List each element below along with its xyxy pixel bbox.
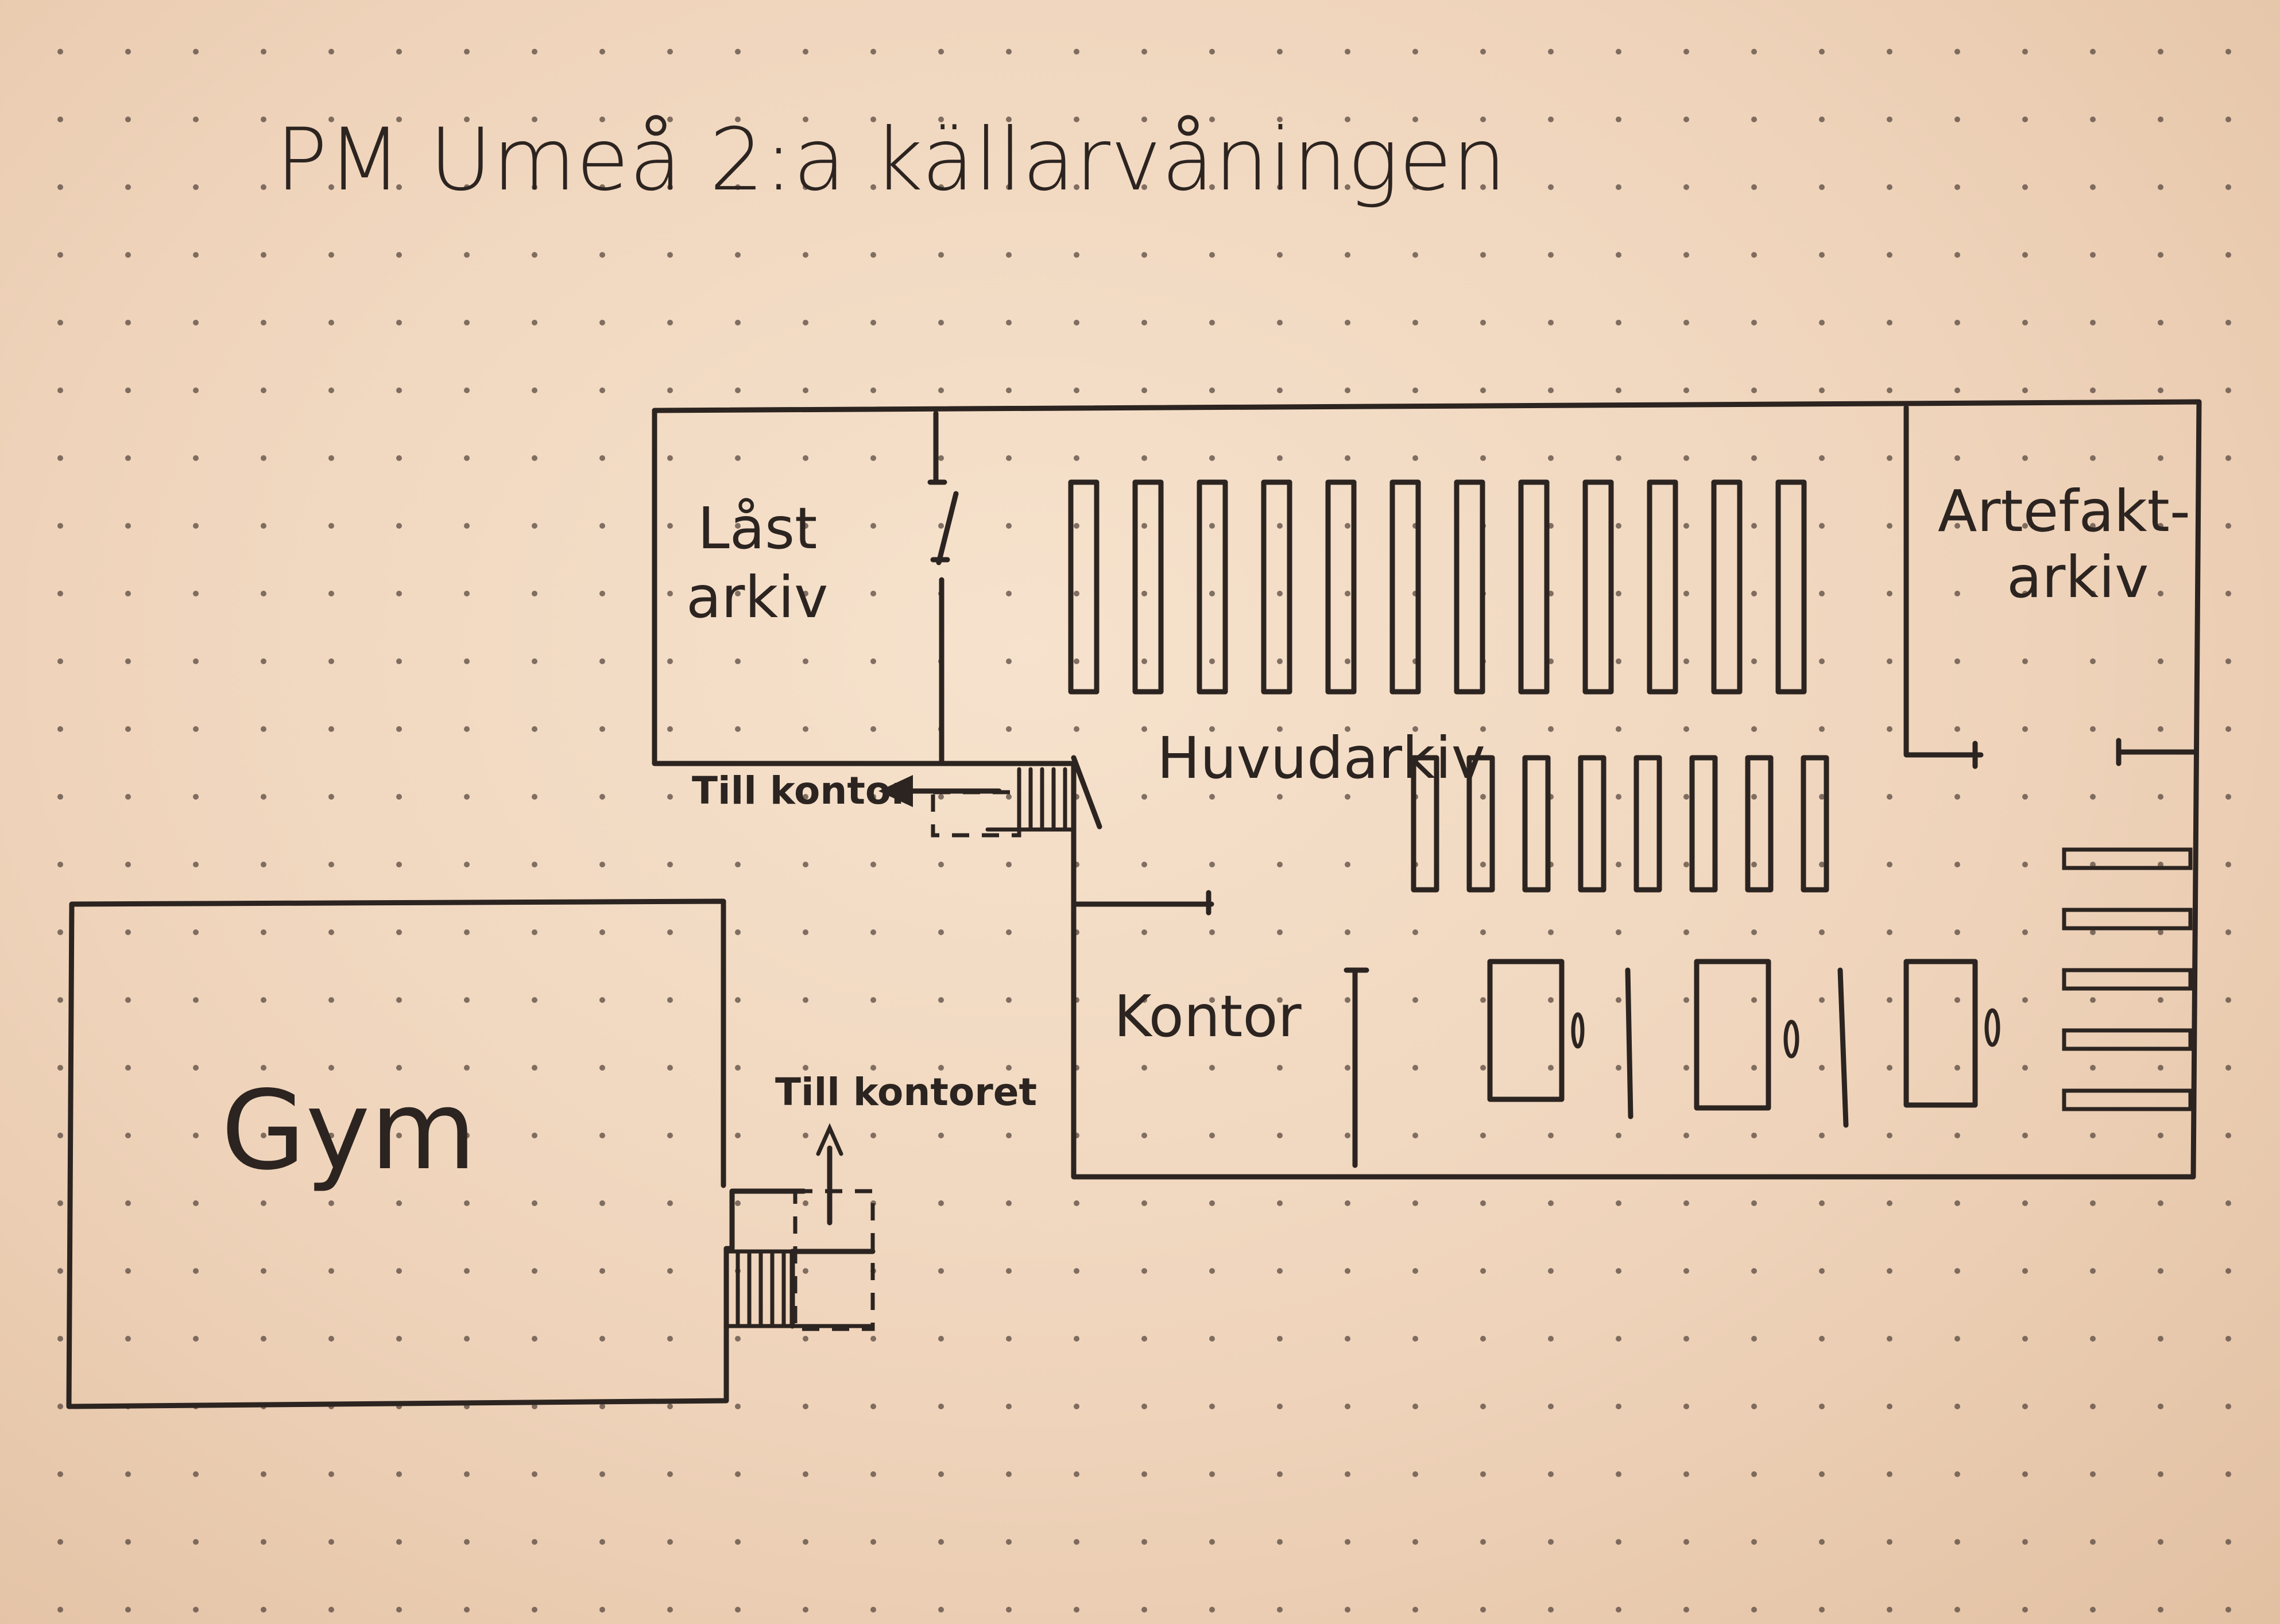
shelf xyxy=(1582,479,1614,695)
label-main-archive: Huvudarkiv xyxy=(1157,724,1485,792)
shelf xyxy=(1578,755,1607,893)
cabinet-handle-icon xyxy=(1984,1008,2000,1047)
shelf xyxy=(1518,479,1550,695)
archive-block-outer-wall xyxy=(652,399,2202,1180)
partition-line xyxy=(1837,967,1849,1128)
note-to-the-office: Till kontoret xyxy=(775,1070,1037,1114)
rack xyxy=(2062,1088,2193,1111)
stairs-bottom xyxy=(724,1249,876,1329)
label-artifact-archive-2: arkiv xyxy=(2007,544,2149,611)
locked-archive-door xyxy=(936,491,959,565)
shelf xyxy=(1197,479,1228,695)
locked-archive-wall xyxy=(652,408,944,766)
label-locked-archive-1: Låst xyxy=(698,495,817,562)
cabinet-handle-icon xyxy=(1783,1020,1799,1059)
arrow-head-left-icon xyxy=(878,775,913,807)
note-to-office: Till kontor xyxy=(692,769,910,813)
shelf xyxy=(1775,479,1807,695)
label-artifact-archive-1: Artefakt- xyxy=(1938,478,2190,545)
stairwell-edge xyxy=(1071,755,1102,830)
label-office: Kontor xyxy=(1114,983,1302,1050)
rack xyxy=(2062,847,2193,870)
shelf xyxy=(1647,479,1678,695)
shelf xyxy=(1389,479,1421,695)
shelf xyxy=(1068,479,1100,695)
dot-grid xyxy=(57,49,2231,1613)
rack xyxy=(2062,968,2193,991)
gym-wall xyxy=(66,898,807,1409)
artifact-archive-wall xyxy=(1903,405,1984,758)
shelf xyxy=(1132,479,1164,695)
shelf xyxy=(1411,755,1439,893)
shelf xyxy=(1261,479,1292,695)
stair-landing-dashed xyxy=(793,1189,875,1331)
shelf-row-lower xyxy=(1411,755,1829,893)
rack xyxy=(2062,1028,2193,1051)
shelf xyxy=(1745,755,1774,893)
shelf xyxy=(1454,479,1485,695)
shelf xyxy=(1466,755,1495,893)
cabinet xyxy=(1487,959,1565,1102)
shelf xyxy=(1801,755,1829,893)
shelf-row-upper xyxy=(1068,479,1807,695)
plan-title: PM Umeå 2:a källarvåningen xyxy=(276,110,1507,210)
cabinet xyxy=(1903,959,1978,1108)
label-locked-archive-2: arkiv xyxy=(686,564,828,631)
shelf xyxy=(1633,755,1662,893)
cabinet-handle-icon xyxy=(1571,1012,1585,1049)
partition-line xyxy=(1625,967,1633,1119)
arrow-head-up-icon xyxy=(816,1123,843,1156)
cabinets xyxy=(1487,959,2000,1128)
shelf xyxy=(1711,479,1743,695)
label-gym: Gym xyxy=(221,1067,477,1194)
stairs-top xyxy=(985,767,1076,832)
rack xyxy=(2062,908,2193,931)
shelf xyxy=(1689,755,1718,893)
shelf xyxy=(1522,755,1551,893)
side-racks xyxy=(2062,847,2193,1111)
shelf xyxy=(1325,479,1357,695)
cabinet xyxy=(1694,959,1771,1111)
